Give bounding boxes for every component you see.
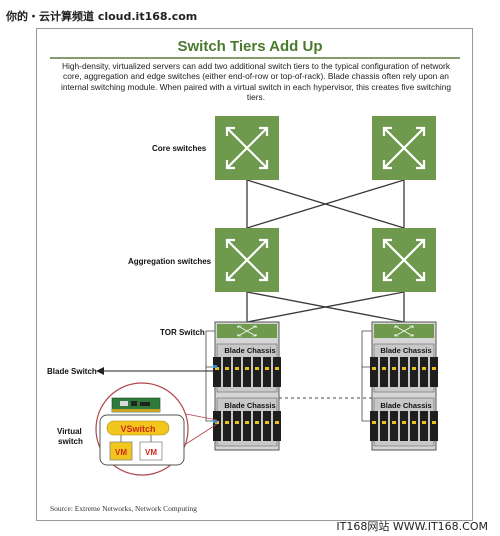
aggregation-tor-links — [246, 291, 405, 323]
figure-description: High-density, virtualized servers can ad… — [60, 61, 452, 103]
tor-switch-right — [374, 324, 434, 338]
source-note: Source: Extreme Networks, Network Comput… — [50, 504, 197, 513]
virtual-switch-detail: VSwitch VM VM — [95, 382, 218, 476]
aggregation-switch-left — [215, 228, 279, 292]
chassis-label-left-bottom: Blade Chassis — [224, 401, 275, 410]
figure-title: Switch Tiers Add Up — [177, 38, 323, 55]
vswitch-pill — [106, 420, 170, 436]
label-blade-switch: Blade Switch — [47, 367, 97, 376]
aggregation-switch-right — [372, 228, 436, 292]
label-virtual-switch-line1: Virtual — [57, 427, 82, 436]
core-aggregation-links — [246, 179, 405, 229]
chassis-label-right-bottom: Blade Chassis — [380, 401, 431, 410]
label-virtual-switch-line2: switch — [58, 437, 83, 446]
vm-box-1 — [109, 441, 133, 461]
vm-label-2: VM — [145, 448, 157, 457]
title-underline — [50, 57, 460, 59]
rack-left — [213, 321, 281, 451]
rack-right — [370, 321, 438, 451]
vswitch-label: VSwitch — [120, 424, 155, 434]
core-switch-left — [215, 116, 279, 180]
label-aggregation-switches: Aggregation switches — [128, 257, 212, 266]
label-tor-switch: TOR Switch — [160, 328, 205, 337]
label-core-switches: Core switches — [152, 144, 207, 153]
vm-label-1: VM — [115, 448, 127, 457]
figure-frame — [36, 28, 473, 521]
chassis-label-left-top: Blade Chassis — [224, 346, 275, 355]
watermark-top: 你的・云计算频道 cloud.it168.com — [6, 10, 198, 23]
blade-switch-arrow — [96, 367, 213, 375]
core-switch-right — [372, 116, 436, 180]
tor-switch-left — [217, 324, 277, 338]
tor-chassis-connectors — [205, 330, 372, 422]
chassis-label-right-top: Blade Chassis — [380, 346, 431, 355]
watermark-bottom: IT168网站 WWW.IT168.COM — [336, 520, 488, 533]
vm-box-2 — [139, 441, 163, 461]
